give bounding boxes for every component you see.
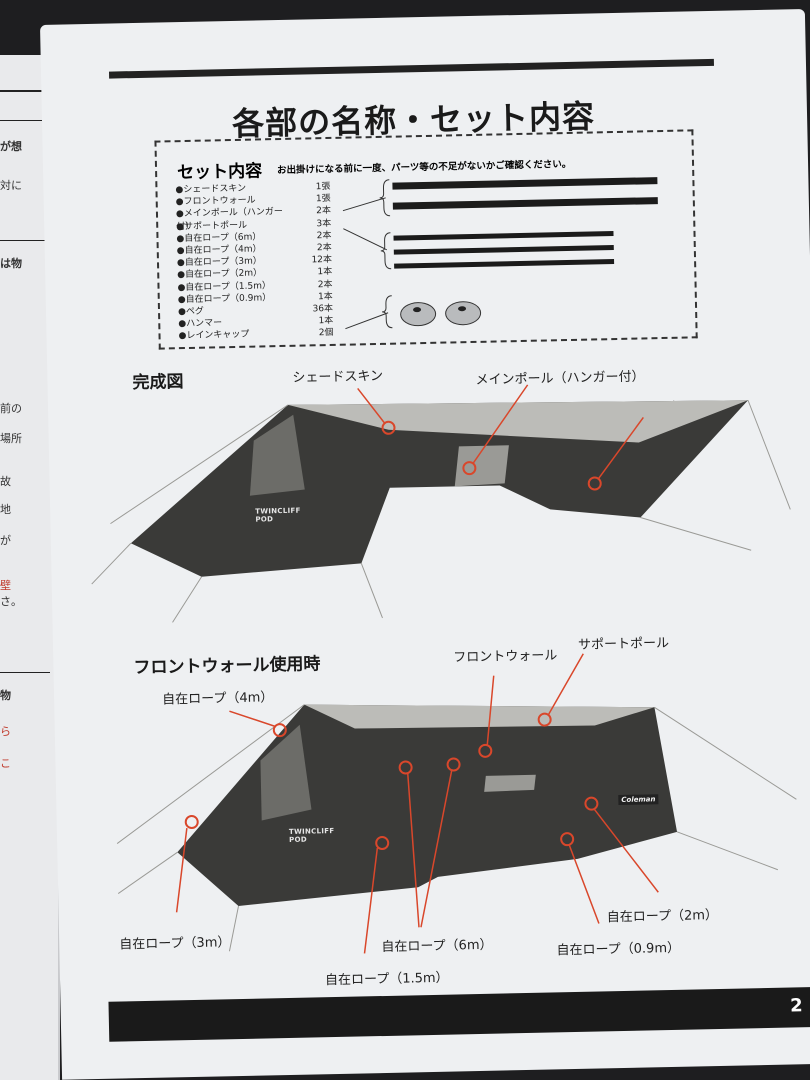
brand-logo: Coleman <box>618 794 659 806</box>
front-wall-heading: フロントウォール使用時 <box>133 654 321 679</box>
label-rope-1-5m: 自在ロープ（1.5m） <box>324 970 449 989</box>
manual-page: 各部の名称・セット内容 セット内容 お出掛けになる前に一度、パーツ等の不足がない… <box>40 8 810 1080</box>
text-fragment: 壁 <box>0 579 11 592</box>
text-fragment: は物 <box>0 257 22 270</box>
text-fragment: 対に <box>0 179 22 192</box>
label-support-pole-2: サポートポール <box>577 635 670 653</box>
rule <box>0 120 50 121</box>
tent-print-complete: TWINCLIFF POD <box>255 506 301 524</box>
text-fragment: が <box>0 534 11 547</box>
set-contents-box: セット内容 お出掛けになる前に一度、パーツ等の不足がないかご確認ください。 ●シ… <box>154 129 698 350</box>
rule <box>0 90 50 92</box>
rule <box>0 240 50 241</box>
tent-illustrations <box>91 384 797 954</box>
text-fragment: が想 <box>0 140 22 153</box>
text-fragment: ら <box>0 725 11 738</box>
rule <box>0 672 50 673</box>
label-rope-6m: 自在ロープ（6m） <box>381 937 493 956</box>
label-rope-2m: 自在ロープ（2m） <box>606 907 719 926</box>
label-rope-3m: 自在ロープ（3m） <box>119 935 231 953</box>
label-rope-4m: 自在ロープ（4m） <box>162 690 274 708</box>
text-fragment: 地 <box>0 503 11 516</box>
text-fragment: 場所 <box>0 432 22 445</box>
text-fragment: 物 <box>0 689 11 702</box>
tent-complete <box>91 384 791 623</box>
label-rope-0-9m: 自在ロープ（0.9m） <box>556 940 681 959</box>
page-number: 2 <box>789 995 803 1017</box>
text-fragment: こ <box>0 757 11 770</box>
text-fragment: 前の <box>0 402 22 415</box>
connector-lines <box>342 179 393 330</box>
tent-print-front-wall: TWINCLIFF POD <box>288 827 335 844</box>
text-fragment: 故 <box>0 475 11 488</box>
tent-front-wall <box>116 653 797 954</box>
label-front-wall: フロントウォール <box>453 648 558 666</box>
text-fragment: さ。 <box>0 595 22 608</box>
